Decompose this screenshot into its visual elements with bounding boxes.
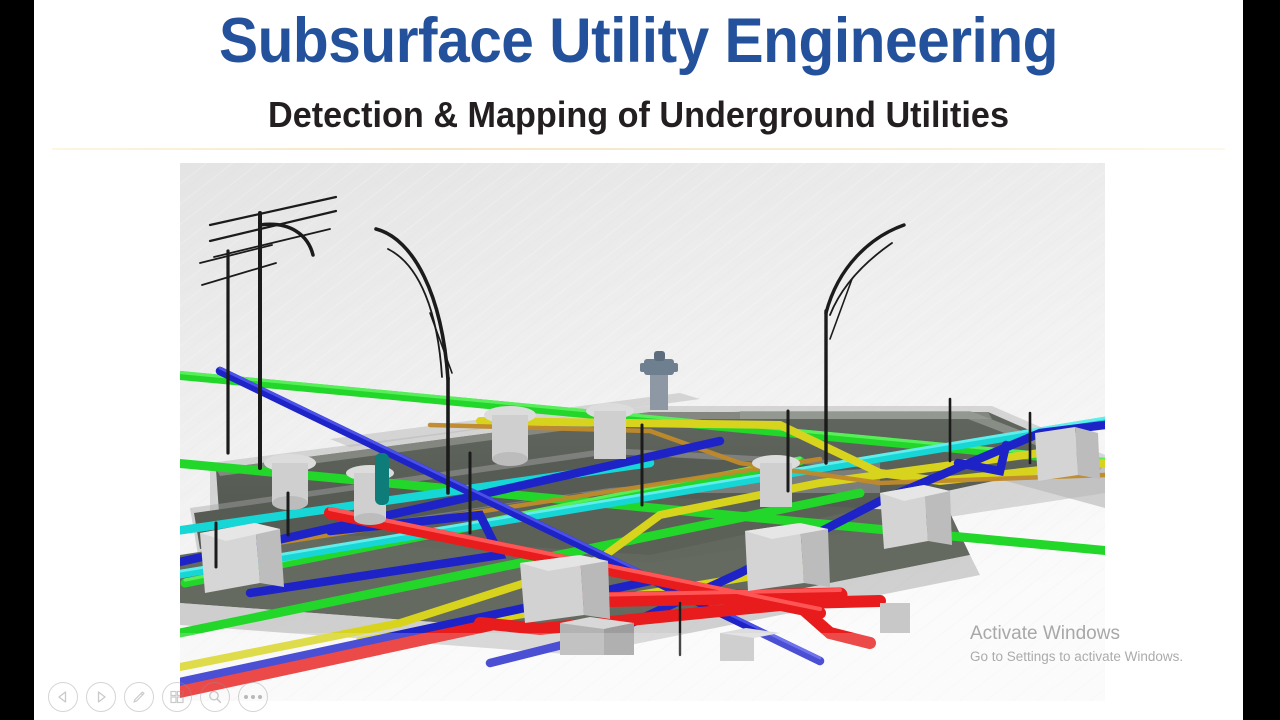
more-options-button[interactable] [238,682,268,712]
streetlight-guy-4 [829,278,853,340]
page-subtitle: Detection & Mapping of Underground Utili… [268,94,1009,135]
overhead-wire-3 [213,228,331,258]
pen-tool-button[interactable] [124,682,154,712]
manhole-front-right [720,628,780,661]
title-block: Subsurface Utility Engineering Detection… [34,0,1243,148]
slideshow-toolbar[interactable] [48,680,268,714]
previous-slide-button[interactable] [48,682,78,712]
utility-scene-svg [180,163,1105,701]
manhole-front-center [560,617,634,655]
streetlight-arm-1 [258,222,315,257]
vault-right-a [745,523,830,591]
manhole-front-far-right [880,603,910,633]
pen-icon [133,691,145,703]
manhole-mid-right [586,403,634,459]
vault-center-front [520,555,610,623]
overhead-wire-4 [199,244,273,264]
grid-icon [170,690,184,704]
streetlight-guy-2 [429,312,453,374]
vault-left [200,523,284,593]
utility-3d-illustration [180,163,1105,701]
utility-lines [180,366,1105,699]
vault-far-right [1035,427,1100,481]
bottom-fade [180,633,1105,701]
poles-and-streetlights [199,195,1032,657]
zoom-button[interactable] [200,682,230,712]
vault-right-b [880,485,952,549]
manholes-and-vaults [200,403,1100,661]
letterbox-bar-right [1243,0,1280,720]
next-slide-button[interactable] [86,682,116,712]
title-divider [52,148,1225,150]
magnifier-icon [209,690,222,704]
presentation-slide: Subsurface Utility Engineering Detection… [34,0,1243,720]
triangle-right-icon [97,691,106,703]
manhole-center [484,406,536,466]
manhole-left-a [264,454,316,510]
slide-grid-button[interactable] [162,682,192,712]
streetlight-arm-2 [374,227,450,381]
streetlight-arm-3 [824,223,906,315]
triangle-left-icon [58,691,67,703]
streetlight-guy-3 [829,242,893,316]
streetlight-guy-1 [387,248,443,378]
overhead-wire-1 [208,195,338,227]
valve-box-teal [375,453,389,505]
ellipsis-icon [244,695,262,699]
fire-hydrant [640,351,678,410]
overhead-wire-5 [201,262,277,286]
letterbox-bar-left [0,0,34,720]
page-title: Subsurface Utility Engineering [218,6,1059,76]
